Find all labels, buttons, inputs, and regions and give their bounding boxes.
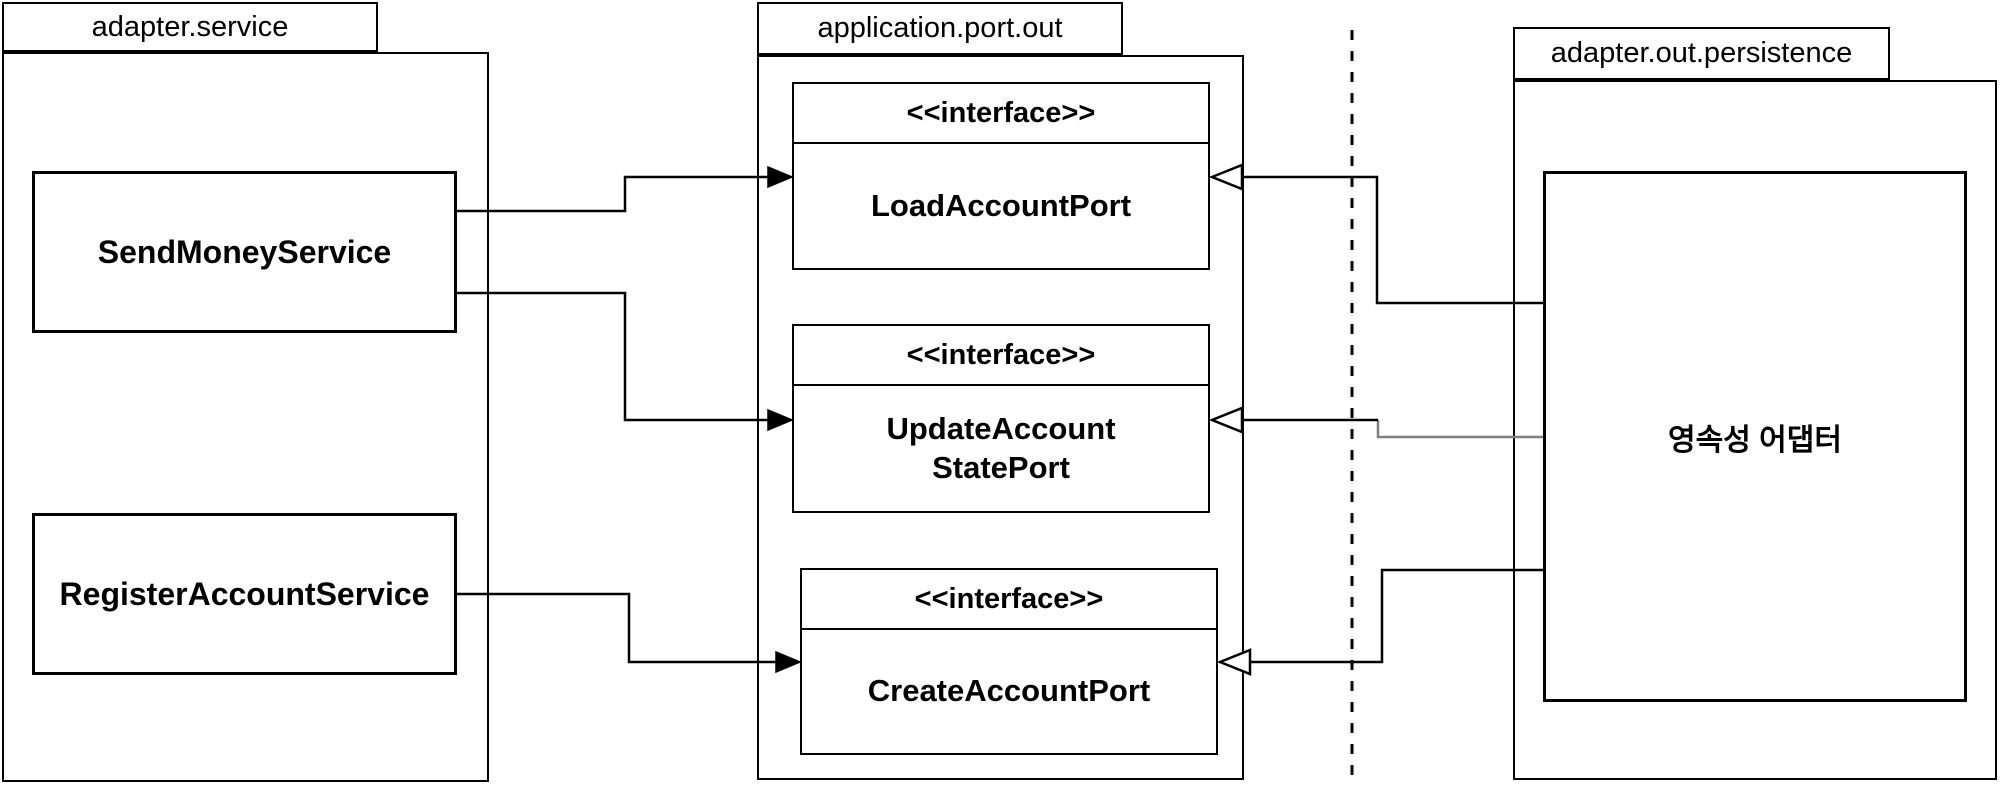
package-tab-application-port-out: application.port.out — [757, 2, 1123, 55]
edge-persistence-adapter-to-updateaccountstateport — [1208, 406, 1543, 439]
interface-name-createaccountport: CreateAccountPort — [867, 673, 1151, 709]
interface-box-createaccountport: <<interface>> CreateAccountPort — [800, 568, 1218, 755]
package-label-adapter-out-persistence: adapter.out.persistence — [1550, 37, 1853, 69]
package-label-adapter-service: adapter.service — [91, 10, 289, 43]
package-tab-adapter-service: adapter.service — [2, 2, 378, 52]
stereotype-label-loadaccountport: <<interface>> — [794, 84, 1208, 144]
class-box-persistence-adapter: 영속성 어댑터 — [1543, 171, 1967, 702]
edge-sendmoneyservice-to-updateaccountstateport — [457, 291, 794, 432]
stereotype-label-updateaccountstateport: <<interface>> — [794, 326, 1208, 386]
package-tab-adapter-out-persistence: adapter.out.persistence — [1513, 27, 1890, 80]
interface-box-updateaccountstateport: <<interface>> UpdateAccount StatePort — [792, 324, 1210, 513]
edge-persistence-adapter-to-createaccountport — [1216, 568, 1543, 676]
class-label-registeraccountservice: RegisterAccountService — [59, 575, 430, 612]
class-label-persistence-adapter: 영속성 어댑터 — [1668, 423, 1842, 457]
interface-box-loadaccountport: <<interface>> LoadAccountPort — [792, 82, 1210, 270]
interface-name-updateaccountstateport: UpdateAccount StatePort — [886, 410, 1116, 485]
stereotype-label-createaccountport: <<interface>> — [802, 570, 1216, 630]
edge-registeraccountservice-to-createaccountport — [457, 592, 802, 674]
class-label-sendmoneyservice: SendMoneyService — [97, 233, 392, 270]
class-box-sendmoneyservice: SendMoneyService — [32, 171, 457, 333]
package-label-application-port-out: application.port.out — [817, 12, 1063, 44]
class-box-registeraccountservice: RegisterAccountService — [32, 513, 457, 675]
edge-sendmoneyservice-to-loadaccountport — [457, 165, 794, 213]
edge-persistence-adapter-to-loadaccountport — [1208, 163, 1543, 305]
interface-name-loadaccountport: LoadAccountPort — [870, 187, 1132, 223]
